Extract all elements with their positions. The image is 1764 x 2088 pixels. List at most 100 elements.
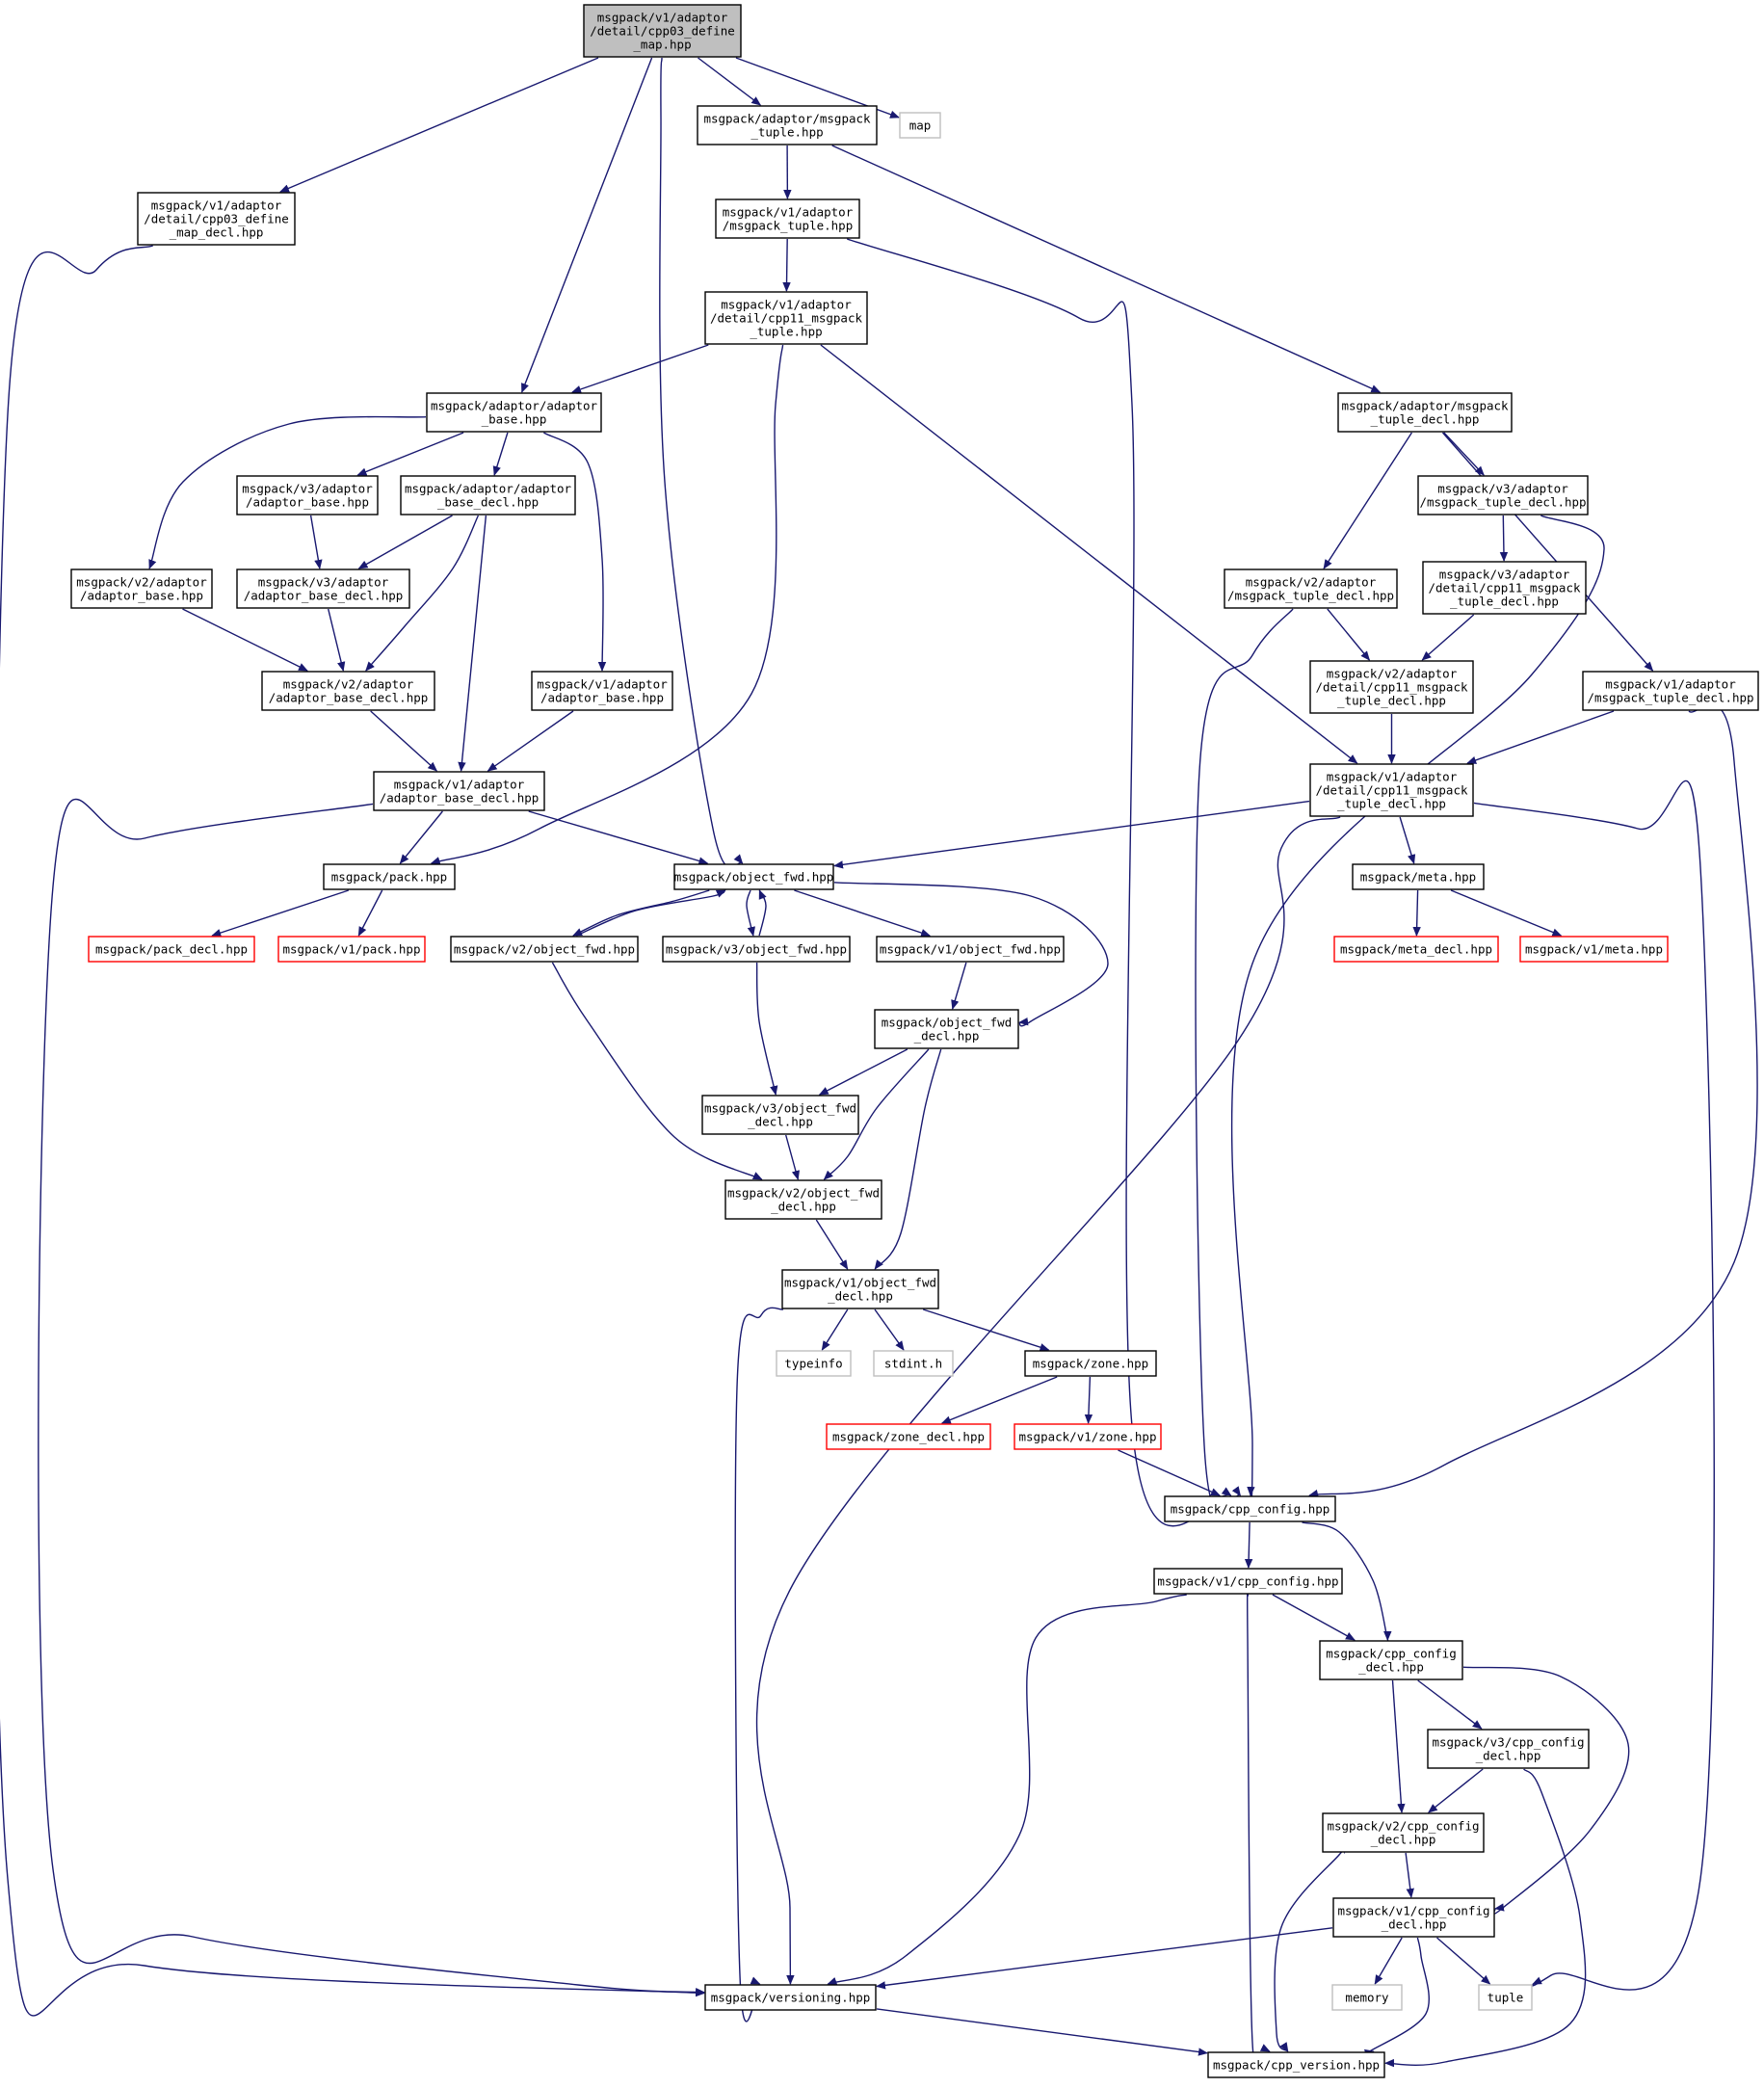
node-label-line: msgpack/v1/zone.hpp <box>1019 1430 1157 1444</box>
node-v2_cpp_config_decl[interactable]: msgpack/v2/cpp_config_decl.hpp <box>1322 1812 1485 1853</box>
node-label-line: _tuple.hpp <box>750 325 822 339</box>
node-label-line: msgpack/cpp_config <box>1326 1646 1456 1660</box>
node-v2_object_fwd[interactable]: msgpack/v2/object_fwd.hpp <box>450 936 639 963</box>
node-v3_adaptor_base[interactable]: msgpack/v3/adaptor/adaptor_base.hpp <box>236 475 379 515</box>
node-cpp_version[interactable]: msgpack/cpp_version.hpp <box>1207 2051 1385 2078</box>
node-label-line: msgpack/v2/adaptor <box>1327 666 1458 680</box>
node-box <box>1309 660 1474 714</box>
node-v2_adaptor_base[interactable]: msgpack/v2/adaptor/adaptor_base.hpp <box>70 568 213 609</box>
node-v1_object_fwd_decl[interactable]: msgpack/v1/object_fwd_decl.hpp <box>781 1269 939 1309</box>
node-box <box>400 475 576 515</box>
node-v1_adaptor_base_decl[interactable]: msgpack/v1/adaptor/adaptor_base_decl.hpp <box>373 771 545 811</box>
node-adaptor_base[interactable]: msgpack/adaptor/adaptor_base.hpp <box>426 392 602 433</box>
node-v1_cpp11_tuple[interactable]: msgpack/v1/adaptor/detail/cpp11_msgpack_… <box>704 291 868 345</box>
node-adaptor_msgpack_tuple[interactable]: msgpack/adaptor/msgpack_tuple.hpp <box>697 105 878 145</box>
node-box <box>373 771 545 811</box>
edge-v3_cpp_config_decl-to-cpp_version <box>1384 1768 1587 2068</box>
edge-v3_object_fwd_decl-to-v2_object_fwd_decl <box>785 1134 800 1180</box>
edge-v3_tuple_decl-to-v3_cpp11_tuple_decl <box>1499 515 1509 562</box>
edge-v1_cpp11_tuple_decl-to-meta <box>1399 816 1416 864</box>
edge-root-to-cpp03_decl <box>279 57 599 193</box>
edge-v1_object_fwd_decl-to-stdint <box>874 1308 905 1351</box>
edge-v2_cpp_config_decl-to-v1_cpp_config_decl <box>1405 1852 1414 1898</box>
node-meta[interactable]: msgpack/meta.hpp <box>1352 863 1485 890</box>
edge-object_fwd-to-v2_object_fwd <box>572 889 710 937</box>
node-adaptor_base_decl[interactable]: msgpack/adaptor/adaptor_base_decl.hpp <box>400 475 576 515</box>
node-zone[interactable]: msgpack/zone.hpp <box>1024 1350 1157 1377</box>
node-typeinfo: typeinfo <box>776 1350 852 1377</box>
node-label-line: /detail/cpp03_define <box>144 212 289 226</box>
node-label-line: /msgpack_tuple.hpp <box>723 219 853 233</box>
node-box <box>704 291 868 345</box>
node-cpp03_decl[interactable]: msgpack/v1/adaptor/detail/cpp03_define_m… <box>137 192 296 246</box>
node-label-line: msgpack/v1/object_fwd.hpp <box>880 942 1061 957</box>
node-box <box>236 475 379 515</box>
node-label-line: msgpack/v3/adaptor <box>1437 481 1568 495</box>
node-v3_adaptor_base_decl[interactable]: msgpack/v3/adaptor/adaptor_base_decl.hpp <box>236 568 410 609</box>
node-box <box>704 1984 877 2011</box>
node-v2_object_fwd_decl[interactable]: msgpack/v2/object_fwd_decl.hpp <box>724 1179 882 1220</box>
node-v1_cpp_config[interactable]: msgpack/v1/cpp_config.hpp <box>1153 1568 1343 1595</box>
node-v3_cpp_config_decl[interactable]: msgpack/v3/cpp_config_decl.hpp <box>1427 1729 1590 1769</box>
node-meta_decl[interactable]: msgpack/meta_decl.hpp <box>1333 936 1499 963</box>
node-label-line: /msgpack_tuple_decl.hpp <box>1587 691 1753 705</box>
node-label-line: _decl.hpp <box>1382 1917 1447 1932</box>
node-label-line: msgpack/v3/object_fwd.hpp <box>666 942 847 957</box>
edge-adaptor_msgpack_tuple-to-adaptor_tuple_decl <box>831 145 1382 393</box>
node-v1_pack[interactable]: msgpack/v1/pack.hpp <box>277 936 426 963</box>
node-label-line: _map_decl.hpp <box>170 225 264 240</box>
edge-v1_object_fwd_decl-to-typeinfo <box>821 1308 849 1351</box>
node-v1_tuple_decl[interactable]: msgpack/v1/adaptor/msgpack_tuple_decl.hp… <box>1582 671 1759 711</box>
node-label-line: /detail/cpp11_msgpack <box>710 311 863 326</box>
node-label-line: /detail/cpp03_define <box>590 24 735 39</box>
edge-adaptor_base-to-v3_adaptor_base <box>356 432 464 476</box>
edge-adaptor_base-to-v1_adaptor_base <box>543 432 607 672</box>
node-v3_object_fwd_decl[interactable]: msgpack/v3/object_fwd_decl.hpp <box>701 1095 859 1135</box>
node-object_fwd_decl[interactable]: msgpack/object_fwd_decl.hpp <box>874 1009 1019 1049</box>
node-v1_object_fwd[interactable]: msgpack/v1/object_fwd.hpp <box>876 936 1065 963</box>
edge-v1_adaptor_base-to-v1_adaptor_base_decl <box>487 710 574 772</box>
node-v3_cpp11_tuple_decl[interactable]: msgpack/v3/adaptor/detail/cpp11_msgpack_… <box>1422 561 1587 615</box>
node-v3_object_fwd[interactable]: msgpack/v3/object_fwd.hpp <box>662 936 851 963</box>
node-v1_msgpack_tuple[interactable]: msgpack/v1/adaptor/msgpack_tuple.hpp <box>715 198 860 239</box>
node-adaptor_tuple_decl[interactable]: msgpack/adaptor/msgpack_tuple_decl.hpp <box>1337 392 1513 433</box>
node-label-line: msgpack/zone.hpp <box>1033 1357 1148 1371</box>
node-v1_cpp_config_decl[interactable]: msgpack/v1/cpp_config_decl.hpp <box>1332 1897 1495 1938</box>
node-v2_tuple_decl[interactable]: msgpack/v2/adaptor/msgpack_tuple_decl.hp… <box>1224 568 1398 609</box>
node-box <box>776 1350 852 1377</box>
node-versioning[interactable]: msgpack/versioning.hpp <box>704 1984 877 2011</box>
node-box <box>1332 1897 1495 1938</box>
edge-adaptor_tuple_decl-to-v1_tuple_decl <box>1441 432 1654 672</box>
node-v1_zone[interactable]: msgpack/v1/zone.hpp <box>1014 1423 1162 1450</box>
node-label-line: /detail/cpp11_msgpack <box>1428 581 1581 595</box>
node-box <box>873 1350 954 1377</box>
node-label-line: /adaptor_base_decl.hpp <box>244 589 404 603</box>
edge-adaptor_base_decl-to-v3_adaptor_base_decl <box>357 515 453 569</box>
node-box <box>876 936 1065 963</box>
node-v1_adaptor_base[interactable]: msgpack/v1/adaptor/adaptor_base.hpp <box>531 671 673 711</box>
node-box <box>323 863 456 890</box>
node-v3_tuple_decl[interactable]: msgpack/v3/adaptor/msgpack_tuple_decl.hp… <box>1417 475 1589 515</box>
node-pack_decl[interactable]: msgpack/pack_decl.hpp <box>88 936 255 963</box>
node-pack[interactable]: msgpack/pack.hpp <box>323 863 456 890</box>
node-object_fwd[interactable]: msgpack/object_fwd.hpp <box>673 863 834 890</box>
edge-adaptor_base-to-v2_adaptor_base <box>148 415 427 569</box>
node-label-line: /msgpack_tuple_decl.hpp <box>1419 495 1586 510</box>
node-box <box>1331 1984 1403 2011</box>
node-label-line: /adaptor_base.hpp <box>80 589 203 603</box>
edge-v1_cpp11_tuple_decl-to-object_fwd <box>833 800 1310 869</box>
node-box <box>261 671 435 711</box>
node-box <box>826 1423 991 1450</box>
node-v1_meta[interactable]: msgpack/v1/meta.hpp <box>1519 936 1669 963</box>
node-cpp_config_decl[interactable]: msgpack/cpp_config_decl.hpp <box>1319 1640 1463 1680</box>
edge-v1_msgpack_tuple-to-v1_cpp11_tuple <box>782 238 791 292</box>
node-cpp_config[interactable]: msgpack/cpp_config.hpp <box>1164 1495 1336 1522</box>
node-v2_adaptor_base_decl[interactable]: msgpack/v2/adaptor/adaptor_base_decl.hpp <box>261 671 435 711</box>
node-label-line: msgpack/v1/cpp_config.hpp <box>1157 1574 1338 1589</box>
node-v1_cpp11_tuple_decl[interactable]: msgpack/v1/adaptor/detail/cpp11_msgpack_… <box>1309 763 1474 817</box>
node-zone_decl[interactable]: msgpack/zone_decl.hpp <box>826 1423 991 1450</box>
node-v2_cpp11_tuple_decl[interactable]: msgpack/v2/adaptor/detail/cpp11_msgpack_… <box>1309 660 1474 714</box>
edge-v2_object_fwd-to-v2_object_fwd_decl <box>551 962 763 1180</box>
node-box <box>1519 936 1669 963</box>
